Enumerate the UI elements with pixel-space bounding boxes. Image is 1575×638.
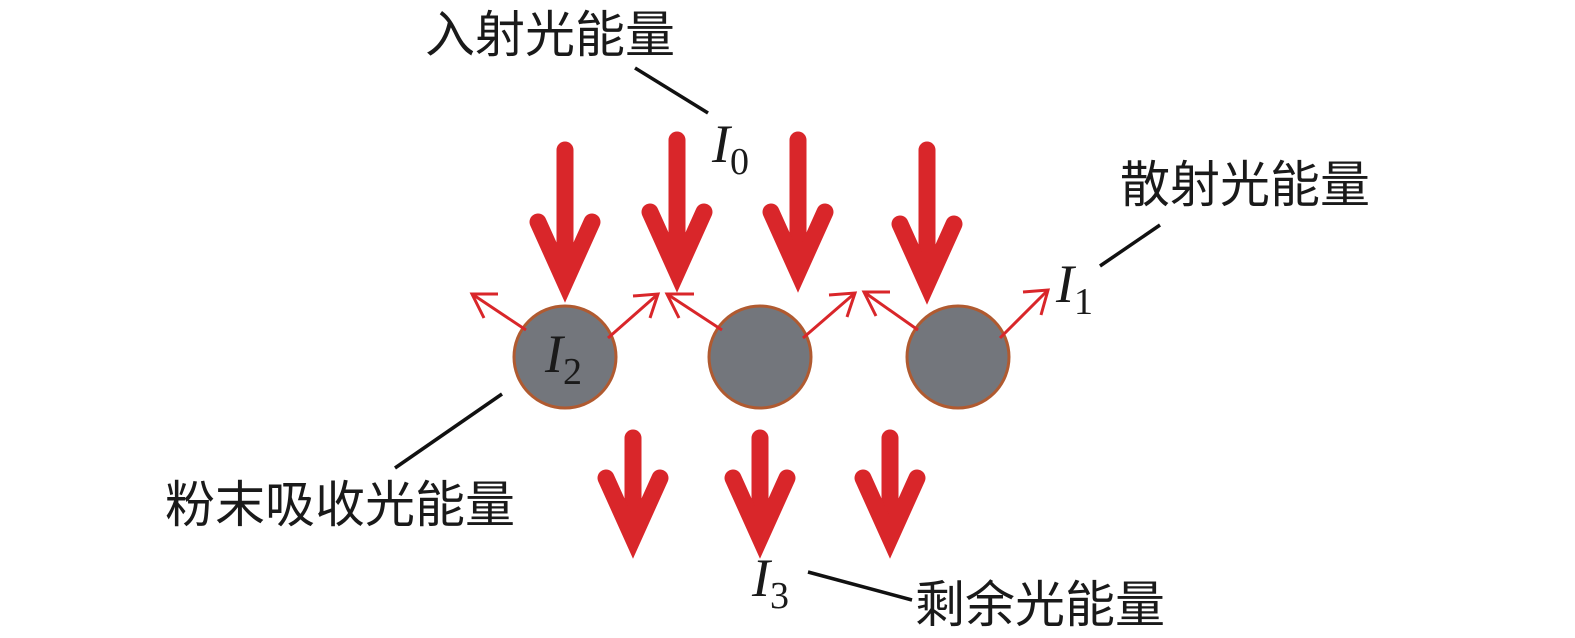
symbol-I3: I3: [751, 548, 789, 617]
absorbed-energy-label: 粉末吸收光能量: [165, 476, 515, 534]
powder-particle: [512, 304, 618, 410]
incident-leader-line: [634, 66, 709, 115]
scattered-arrows: [469, 288, 1051, 340]
symbol-I0: I0: [711, 114, 749, 183]
incident-arrow: [762, 131, 834, 293]
incident-arrows: [529, 131, 963, 305]
remaining-arrows: [597, 429, 926, 559]
powder-particle: [905, 304, 1011, 410]
scatter-arrow: [469, 292, 527, 332]
symbol-I1: I1: [1055, 254, 1093, 323]
incident-arrow: [641, 131, 713, 293]
scatter-arrow: [998, 288, 1051, 340]
scatter-arrow: [802, 291, 858, 340]
incident-arrow: [529, 141, 601, 303]
incident-arrow: [891, 141, 963, 305]
remaining-arrow: [724, 429, 796, 559]
remaining-arrow: [597, 429, 669, 559]
scattered-energy-label: 散射光能量: [1120, 156, 1370, 214]
scatter-arrow: [607, 292, 661, 340]
remaining-arrow: [854, 429, 926, 559]
scatter-arrow: [861, 290, 919, 332]
symbol-I2: I2: [544, 324, 582, 393]
scatter-arrow: [664, 292, 723, 332]
powder-particle: [707, 304, 813, 410]
scattered-leader-line: [1099, 223, 1161, 268]
remaining-leader-line: [807, 570, 913, 602]
remaining-energy-label: 剩余光能量: [915, 576, 1165, 634]
absorbed-leader-line: [394, 392, 503, 470]
incident-energy-label: 入射光能量: [425, 6, 675, 64]
